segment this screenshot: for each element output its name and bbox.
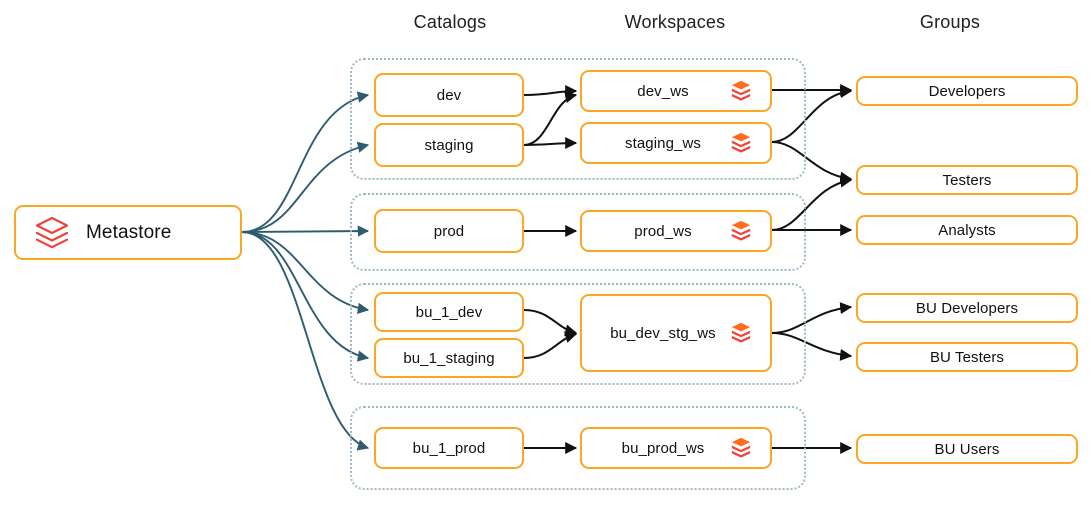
node-metastore[interactable]: Metastore xyxy=(14,205,242,260)
node-catalog-prod[interactable]: prod xyxy=(374,209,524,253)
node-group-developers-label: Developers xyxy=(928,82,1006,100)
node-workspace-staging-ws-label: staging_ws xyxy=(624,134,702,152)
databricks-solid-icon xyxy=(730,322,752,344)
node-group-developers[interactable]: Developers xyxy=(856,76,1078,106)
databricks-solid-icon xyxy=(730,220,752,242)
databricks-solid-icon xyxy=(730,80,752,102)
node-workspace-staging-ws[interactable]: staging_ws xyxy=(580,122,772,164)
node-workspace-prod-ws-label: prod_ws xyxy=(634,222,692,240)
node-catalog-staging-label: staging xyxy=(424,136,474,154)
node-workspace-prod-ws[interactable]: prod_ws xyxy=(580,210,772,252)
databricks-solid-icon xyxy=(730,437,752,459)
node-workspace-bu-prod-ws[interactable]: bu_prod_ws xyxy=(580,427,772,469)
container-bu-prod xyxy=(350,406,806,490)
node-group-analysts-label: Analysts xyxy=(938,221,996,239)
node-workspace-dev-ws[interactable]: dev_ws xyxy=(580,70,772,112)
node-group-bu-developers-label: BU Developers xyxy=(915,299,1019,317)
node-workspace-dev-ws-label: dev_ws xyxy=(637,82,689,100)
node-group-testers-label: Testers xyxy=(942,171,992,189)
node-catalog-bu-1-dev-label: bu_1_dev xyxy=(415,303,483,321)
node-group-bu-developers[interactable]: BU Developers xyxy=(856,293,1078,323)
node-workspace-bu-dev-stg-ws-label: bu_dev_stg_ws xyxy=(610,324,716,342)
node-group-bu-testers[interactable]: BU Testers xyxy=(856,342,1078,372)
node-metastore-label: Metastore xyxy=(86,221,172,243)
container-bu-dev-stg xyxy=(350,283,806,385)
databricks-outline-icon xyxy=(32,213,72,253)
node-catalog-bu-1-prod-label: bu_1_prod xyxy=(412,439,486,457)
container-prod xyxy=(350,193,806,271)
node-group-bu-testers-label: BU Testers xyxy=(929,348,1005,366)
node-catalog-bu-1-prod[interactable]: bu_1_prod xyxy=(374,427,524,469)
node-group-bu-users-label: BU Users xyxy=(934,440,1000,458)
node-catalog-dev-label: dev xyxy=(436,86,462,104)
node-group-testers[interactable]: Testers xyxy=(856,165,1078,195)
node-catalog-dev[interactable]: dev xyxy=(374,73,524,117)
node-group-bu-users[interactable]: BU Users xyxy=(856,434,1078,464)
node-catalog-prod-label: prod xyxy=(433,222,465,240)
node-catalog-bu-1-staging-label: bu_1_staging xyxy=(403,349,495,367)
node-catalog-bu-1-staging[interactable]: bu_1_staging xyxy=(374,338,524,378)
node-workspace-bu-prod-ws-label: bu_prod_ws xyxy=(621,439,705,457)
node-catalog-staging[interactable]: staging xyxy=(374,123,524,167)
container-dev-staging xyxy=(350,58,806,180)
node-workspace-bu-dev-stg-ws[interactable]: bu_dev_stg_ws xyxy=(580,294,772,372)
node-group-analysts[interactable]: Analysts xyxy=(856,215,1078,245)
node-catalog-bu-1-dev[interactable]: bu_1_dev xyxy=(374,292,524,332)
column-header-workspaces: Workspaces xyxy=(624,12,726,32)
column-header-groups: Groups xyxy=(919,12,981,32)
column-header-catalogs: Catalogs xyxy=(413,12,487,32)
databricks-solid-icon xyxy=(730,132,752,154)
